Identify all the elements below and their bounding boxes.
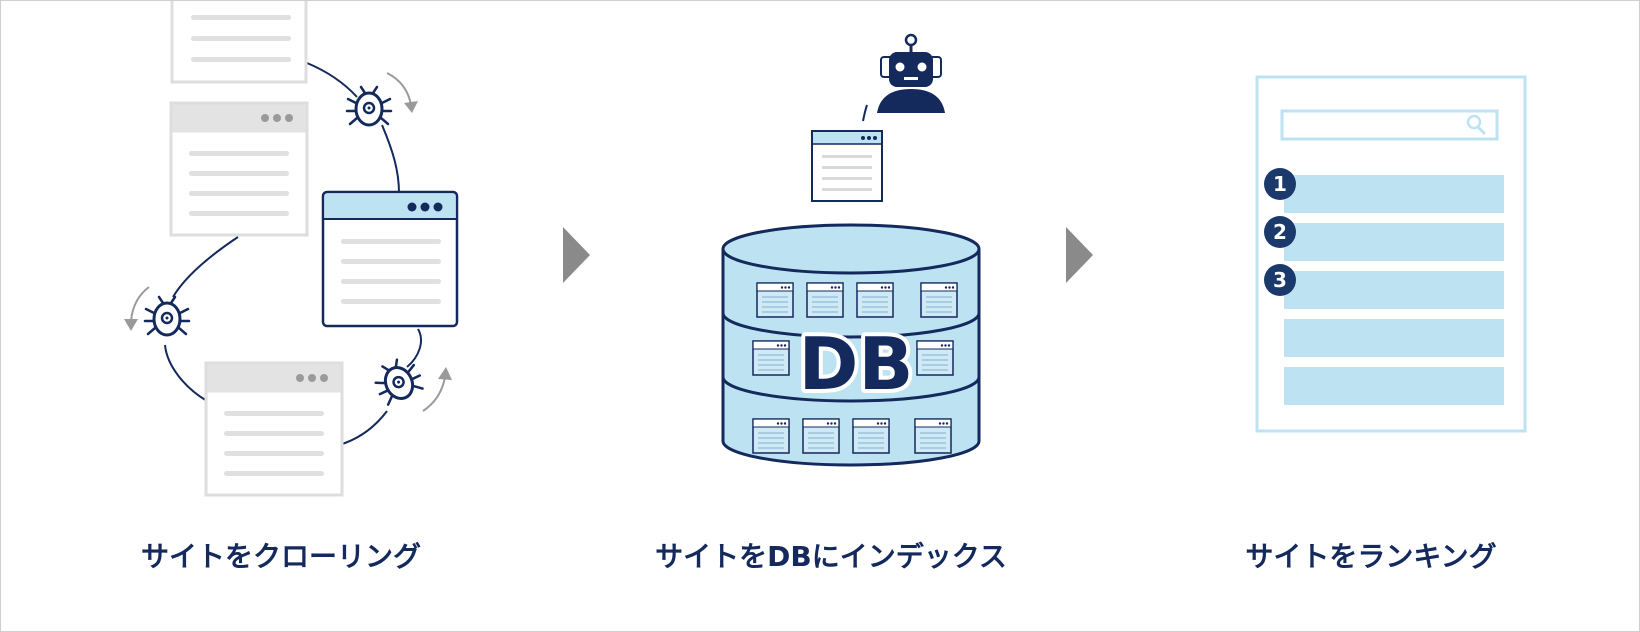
rank-badge — [1264, 216, 1296, 248]
result-bar — [1284, 319, 1504, 357]
web-page-active — [321, 190, 459, 328]
result-bar — [1284, 271, 1504, 309]
chevron-right-icon — [1066, 227, 1093, 283]
web-page-top — [170, 1, 308, 84]
step-label-ranking: サイトをランキング — [1245, 540, 1497, 573]
step-label-crawling: サイトをクローリング — [140, 540, 421, 573]
web-page-bottom — [204, 361, 344, 497]
rank-badge — [1264, 168, 1296, 200]
db-label: DB — [799, 322, 914, 406]
search-box — [1280, 109, 1499, 141]
search-icon — [1466, 114, 1482, 130]
bug-gear-icon — [143, 295, 191, 337]
web-page-middle — [169, 101, 309, 237]
rank-number: 1 — [1273, 172, 1287, 196]
web-page-indexed — [811, 130, 883, 202]
indexing-illustration: DB — [721, 33, 981, 467]
motion-arrow-icon — [124, 286, 150, 331]
step-label-indexing: サイトをDBにインデックス — [655, 540, 1007, 573]
motion-arrow-icon — [422, 367, 452, 412]
rank-number: 3 — [1273, 268, 1287, 292]
chevron-right-icon — [563, 227, 590, 283]
result-bar — [1284, 367, 1504, 405]
result-bar — [1284, 175, 1504, 213]
motion-arrow-icon — [386, 72, 418, 113]
bug-gear-icon — [368, 352, 428, 409]
ranking-illustration: 1 2 3 — [1255, 75, 1527, 433]
database-cylinder: DB — [721, 223, 981, 467]
robot-icon — [862, 33, 945, 122]
rank-badge — [1264, 264, 1296, 296]
crawling-illustration — [124, 1, 459, 497]
rank-number: 2 — [1273, 220, 1287, 244]
result-bar — [1284, 223, 1504, 261]
